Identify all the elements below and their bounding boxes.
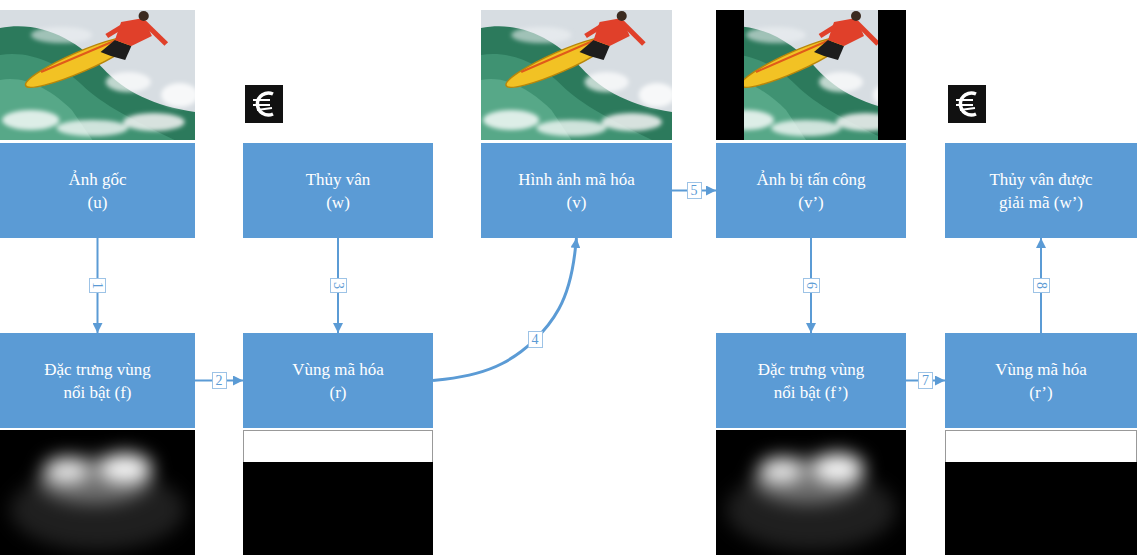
box-text: Vùng mã hóa (r) (289, 358, 387, 404)
box-text: Thủy vân (w) (299, 168, 377, 214)
box-text: Đặc trưng vùng nổi bật (f) (40, 358, 156, 404)
process-box: Ảnh bị tấn công (v’) (716, 143, 906, 238)
region-mask-black (243, 462, 433, 555)
step-number: 7 (918, 372, 933, 389)
process-box: Thủy vân được giải mã (w’) (945, 143, 1137, 238)
region-mask-white (946, 431, 1137, 463)
region-mask-white (244, 431, 433, 463)
region-mask-black (945, 462, 1137, 555)
original-photo (0, 10, 198, 140)
process-box: Đặc trưng vùng nổi bật (f’) (716, 333, 906, 428)
attacked-photo (716, 10, 909, 140)
process-box: Hình ảnh mã hóa (v) (481, 143, 672, 238)
step-number: 5 (687, 182, 702, 199)
box-text: Ảnh bị tấn công (v’) (750, 168, 872, 214)
process-box: Vùng mã hóa (r’) (945, 333, 1137, 428)
box-text: Thủy vân được giải mã (w’) (984, 168, 1099, 214)
step-number: 2 (212, 372, 227, 389)
box-text: Ảnh gốc (u) (62, 168, 134, 214)
process-box: Ảnh gốc (u) (0, 143, 195, 238)
process-box: Đặc trưng vùng nổi bật (f) (0, 333, 195, 428)
crop-bar (716, 10, 744, 140)
box-text: Vùng mã hóa (r’) (992, 358, 1090, 404)
step-number: 3 (330, 278, 347, 293)
box-text: Đặc trưng vùng nổi bật (f’) (753, 358, 869, 404)
step-number: 4 (528, 331, 543, 348)
crop-bar (878, 10, 906, 140)
saliency-map (716, 430, 906, 555)
process-box: Vùng mã hóa (r) (243, 333, 433, 428)
process-box: Thủy vân (w) (243, 143, 433, 238)
saliency-map (0, 430, 195, 555)
step-number: 6 (803, 278, 820, 293)
step-number: 1 (89, 278, 106, 293)
watermark-icon (245, 85, 283, 123)
step-number: 8 (1033, 278, 1050, 293)
decoded-watermark-icon (948, 85, 986, 123)
box-text: Hình ảnh mã hóa (v) (514, 168, 639, 214)
flow-arrow (433, 238, 577, 381)
encoded-photo (481, 10, 675, 140)
